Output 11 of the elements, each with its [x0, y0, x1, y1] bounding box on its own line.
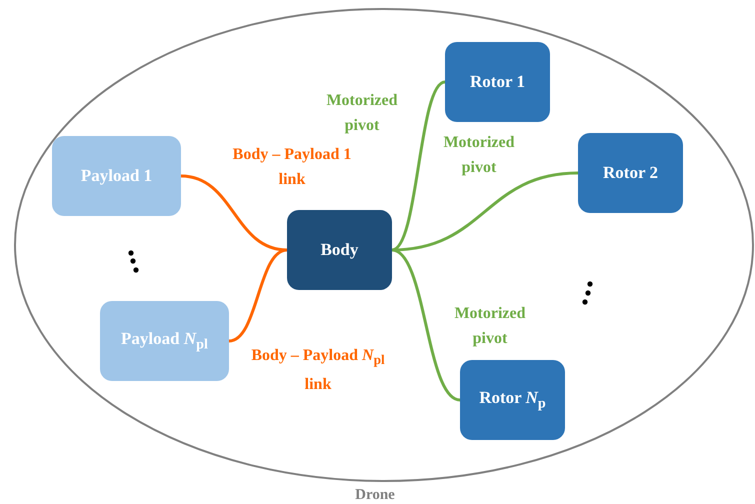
component-box: Rotor 2 — [578, 133, 683, 213]
connector-line — [228, 248, 288, 342]
component-box: Rotor N$_{p}$ — [460, 360, 565, 440]
connector-line — [391, 80, 446, 252]
component-box: Payload 1 — [52, 136, 181, 216]
drone-title: Drone — [354, 486, 396, 504]
component-box: Payload N$_{pl}$ — [100, 301, 229, 381]
component-box: Rotor 1 — [445, 42, 550, 122]
connector-line — [391, 248, 461, 402]
component-box: Body — [287, 210, 392, 290]
connector-line — [180, 174, 288, 252]
